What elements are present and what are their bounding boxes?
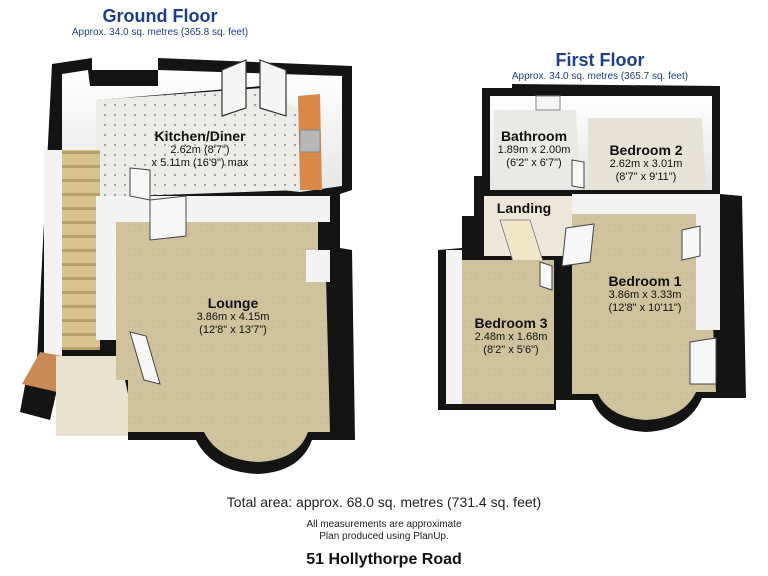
bedroom2-name: Bedroom 2 xyxy=(609,142,683,158)
kitchen-lounge-door xyxy=(149,195,187,241)
bedroom3-name: Bedroom 3 xyxy=(474,315,548,331)
lounge-name: Lounge xyxy=(207,295,259,311)
lounge-dim-2: (12'8" x 13'7") xyxy=(199,323,267,336)
bedroom3-label: Bedroom 3 2.48m x 1.68m (8'2" x 5'6") xyxy=(466,315,556,356)
ground-floor-area: Approx. 34.0 sq. metres (365.8 sq. feet) xyxy=(71,27,249,38)
bedroom2-dim-1: 2.62m x 3.01m xyxy=(609,158,683,171)
kitchen-dim-1: 2.62m (8'7") xyxy=(170,144,230,157)
total-area: Total area: approx. 68.0 sq. metres (731… xyxy=(226,494,542,510)
bedroom2-label: Bedroom 2 2.62m x 3.01m (8'7" x 9'11") xyxy=(594,142,698,183)
lounge-dim-1: 3.86m x 4.15m xyxy=(196,311,270,324)
bedroom1-name: Bedroom 1 xyxy=(608,273,682,289)
bedroom1-label: Bedroom 1 3.86m x 3.33m (12'8" x 10'11") xyxy=(590,273,700,314)
patio-door-right xyxy=(259,59,287,117)
lounge-label: Lounge 3.86m x 4.15m (12'8" x 13'7") xyxy=(168,295,298,336)
first-floor-plan xyxy=(438,84,746,432)
property-address: 51 Hollythorpe Road xyxy=(306,551,462,568)
kitchen-name: Kitchen/Diner xyxy=(154,128,246,144)
bathroom-dim-2: (6'2" x 6'7") xyxy=(506,156,562,169)
bedroom1-wardrobe xyxy=(681,225,701,261)
patio-door-left xyxy=(221,59,247,117)
landing-label: Landing xyxy=(484,200,564,216)
bedroom3-floor xyxy=(462,260,554,404)
bedroom3-dim-2: (8'2" x 5'6") xyxy=(483,343,539,356)
landing-name: Landing xyxy=(496,200,552,216)
bathroom-dim-1: 1.89m x 2.00m xyxy=(497,144,571,157)
bathroom-door xyxy=(571,159,585,189)
kitchen-label: Kitchen/Diner 2.62m (8'7") x 5.11m (16'9… xyxy=(120,128,280,169)
kitchen-dim-2: x 5.11m (16'9") max xyxy=(151,156,249,169)
bedroom1-floor xyxy=(572,212,716,420)
kitchen-floor xyxy=(96,88,300,196)
sink xyxy=(299,129,321,153)
bedroom1-door xyxy=(561,223,595,267)
bedroom2-dim-2: (8'7" x 9'11") xyxy=(615,170,677,183)
ground-floor-plan xyxy=(20,58,355,474)
bedroom1-window-seat xyxy=(689,337,717,385)
ground-stairs xyxy=(62,150,100,350)
bathroom-name: Bathroom xyxy=(500,128,568,144)
bathroom-floor xyxy=(494,110,580,188)
bedroom3-dim-1: 2.48m x 1.68m xyxy=(474,331,548,344)
basin xyxy=(535,95,561,111)
first-floor-area: Approx. 34.0 sq. metres (365.7 sq. feet) xyxy=(511,71,689,82)
bathroom-label: Bathroom 1.89m x 2.00m (6'2" x 6'7") xyxy=(484,128,584,169)
bedroom1-dim-2: (12'8" x 10'11") xyxy=(608,301,682,314)
bedroom2-floor xyxy=(588,118,706,190)
planup-note: Plan produced using PlanUp. xyxy=(319,531,449,542)
bedroom3-door xyxy=(539,261,553,291)
measurement-note: All measurements are approximate xyxy=(306,519,462,530)
lounge-floor xyxy=(116,222,330,462)
first-floor-title: First Floor xyxy=(555,50,645,70)
bedroom1-dim-1: 3.86m x 3.33m xyxy=(608,289,682,302)
lounge-hall-door xyxy=(129,331,161,385)
ground-floor-title: Ground Floor xyxy=(102,6,218,26)
